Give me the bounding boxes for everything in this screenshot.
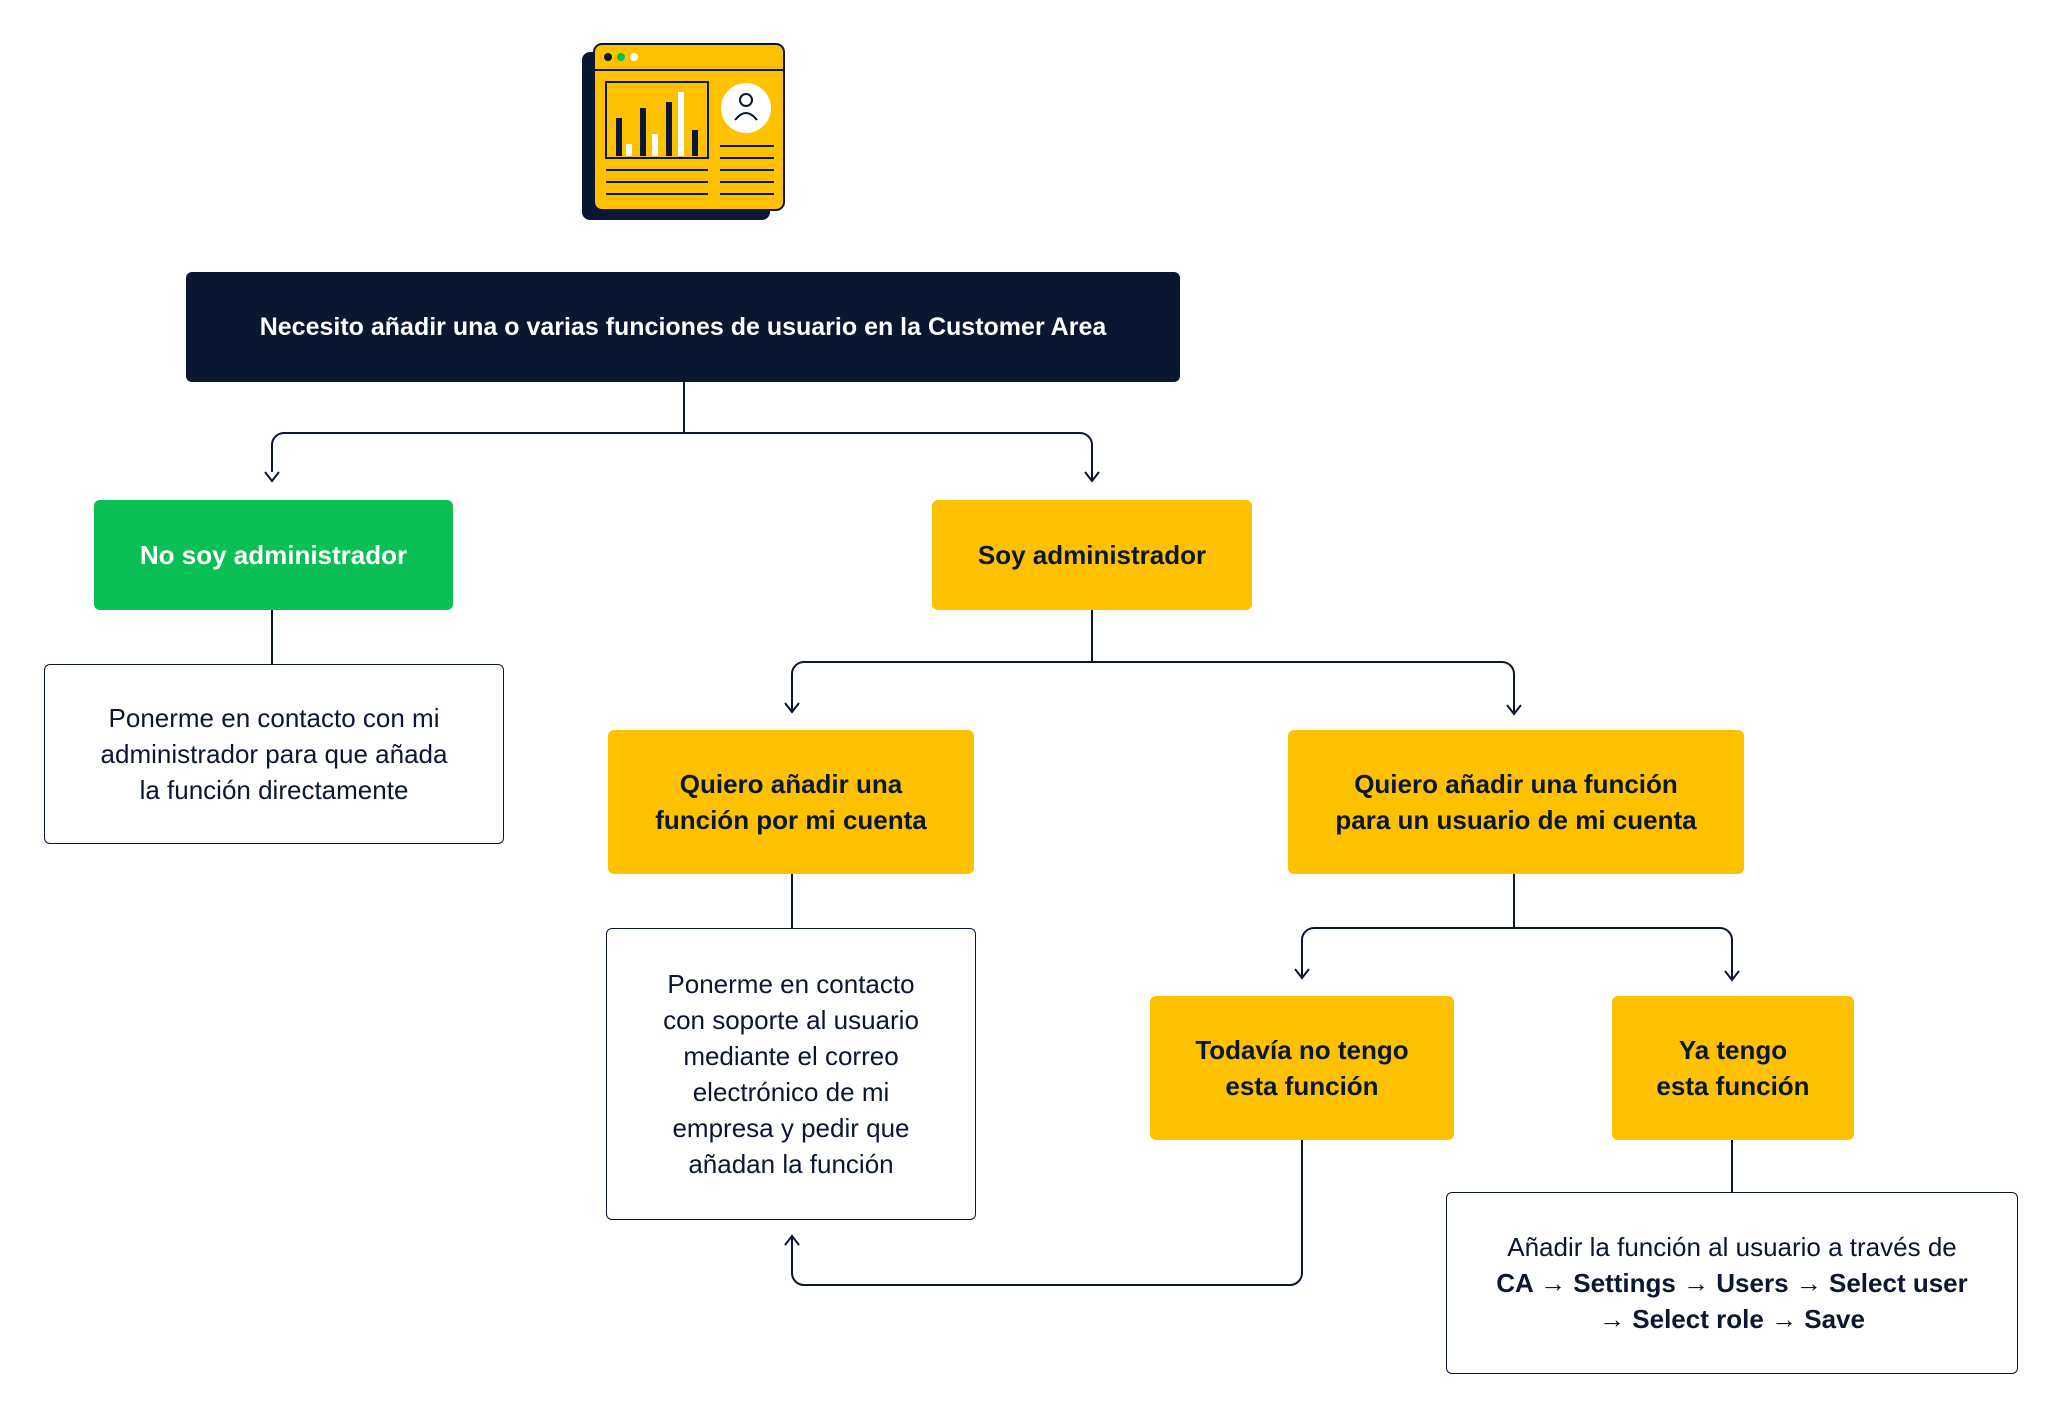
not-admin-box: No soy administrador — [94, 500, 453, 610]
user-account-box: Quiero añadir una función para un usuari… — [1288, 730, 1744, 874]
contact-support-line: mediante el correo — [683, 1041, 899, 1071]
user-account-label-line: Quiero añadir una función — [1354, 769, 1678, 799]
add-role-intro: Añadir la función al usuario a través de — [1507, 1232, 1957, 1262]
root-question-box: Necesito añadir una o varias funciones d… — [186, 272, 1180, 382]
root-question-label: Necesito añadir una o varias funciones d… — [259, 313, 1107, 341]
contact-support-line: Ponerme en contacto — [667, 969, 915, 999]
has-function-label-line: esta función — [1656, 1071, 1810, 1101]
own-account-label-line: función por mi cuenta — [655, 805, 927, 835]
admin-box: Soy administrador — [932, 500, 1252, 610]
contact-support-line: empresa y pedir que — [672, 1113, 910, 1143]
contact-support-line: con soporte al usuario — [663, 1005, 919, 1035]
dashboard-window-illustration — [582, 43, 785, 220]
admin-label: Soy administrador — [977, 540, 1207, 570]
contact-administrator-line: Ponerme en contacto con mi — [108, 703, 440, 733]
add-role-path-line: CA → Settings → Users → Select user — [1496, 1268, 1968, 1298]
contact-support-line: electrónico de mi — [692, 1077, 890, 1107]
contact-support-box: Ponerme en contacto con soporte al usuar… — [606, 928, 976, 1220]
no-function-label-line: Todavía no tengo — [1195, 1035, 1409, 1065]
contact-support-line: añadan la función — [688, 1149, 894, 1179]
own-account-box: Quiero añadir una función por mi cuenta — [608, 730, 974, 874]
contact-administrator-line: la función directamente — [139, 775, 409, 805]
has-function-box: Ya tengo esta función — [1612, 996, 1854, 1140]
add-role-path-line: → Select role → Save — [1599, 1304, 1865, 1334]
contact-administrator-box: Ponerme en contacto con mi administrador… — [44, 664, 504, 844]
no-function-label-line: esta función — [1225, 1071, 1379, 1101]
add-role-path-box: Añadir la función al usuario a través de… — [1446, 1192, 2018, 1374]
own-account-label-line: Quiero añadir una — [679, 769, 903, 799]
has-function-label-line: Ya tengo — [1678, 1035, 1788, 1065]
no-function-box: Todavía no tengo esta función — [1150, 996, 1454, 1140]
contact-administrator-line: administrador para que añada — [100, 739, 448, 769]
user-account-label-line: para un usuario de mi cuenta — [1335, 805, 1697, 835]
not-admin-label: No soy administrador — [139, 540, 408, 570]
